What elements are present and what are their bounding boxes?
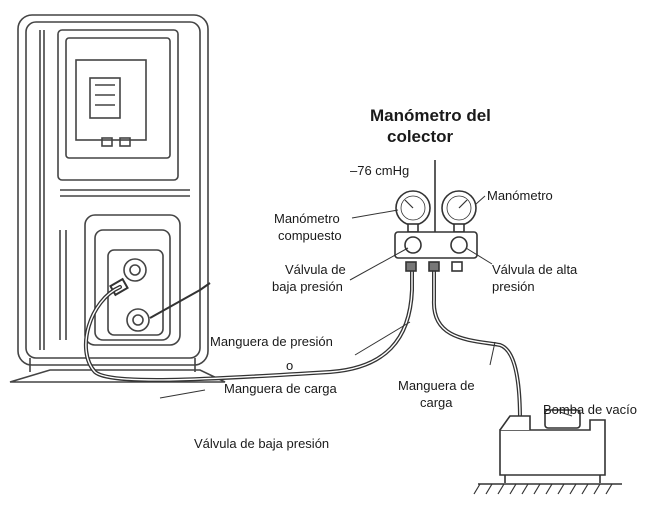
charge-hose-label: Manguera de: [398, 378, 475, 393]
unit-low-valve-label: Válvula de baja presión: [194, 436, 330, 451]
leader-lines: [159, 195, 573, 417]
ground-hatch: [473, 483, 613, 495]
compound-gauge-label: Manómetro: [274, 211, 340, 226]
pressure-gauge-label: Manómetro: [487, 188, 553, 203]
low-valve-knob: [404, 236, 422, 254]
manifold-title: Manómetro del: [370, 106, 491, 125]
high-valve-label: Válvula de alta: [492, 262, 578, 277]
pressure-hose-label: Manguera de presión: [210, 334, 333, 349]
compound-gauge-label-line2: compuesto: [278, 228, 342, 243]
vacuum-reading-label: –76 cmHg: [350, 163, 410, 178]
manifold-title-line2: colector: [387, 127, 454, 146]
charge-hose-label-line2: carga: [420, 395, 453, 410]
high-valve-label-line2: presión: [492, 279, 535, 294]
pressure-hose-label-or: o: [286, 358, 294, 373]
low-valve-label-line2: baja presión: [272, 279, 343, 294]
low-valve-label: Válvula de: [285, 262, 346, 277]
pressure-hose-label-line3: Manguera de carga: [224, 381, 337, 396]
high-valve-knob: [450, 236, 468, 254]
outdoor-unit: [9, 14, 226, 383]
vacuum-pump-label: Bomba de vacío: [543, 402, 637, 417]
manifold-gauge-set: [394, 160, 478, 272]
vacuum-pump: [478, 409, 622, 485]
